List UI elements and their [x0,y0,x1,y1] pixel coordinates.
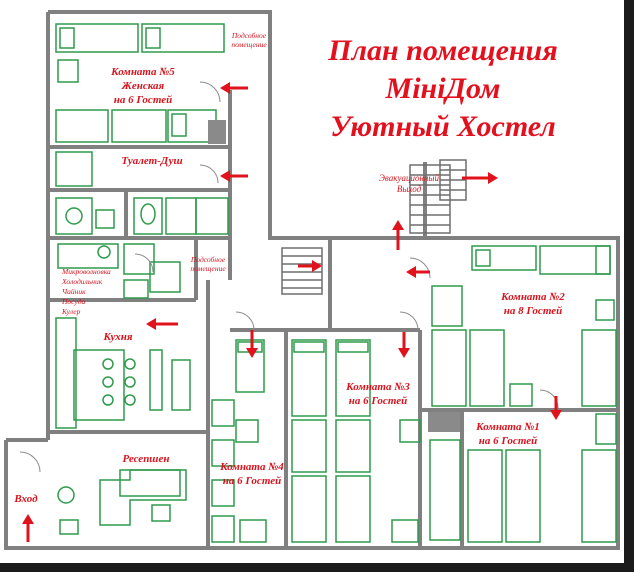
arrow-toilet [220,170,248,182]
entrance-label: Вход [13,493,38,505]
arrow-room5 [220,82,248,94]
room5-capacity: на 6 Гостей [114,94,172,106]
tile-patches [208,120,460,432]
arrow-stairs [298,260,322,272]
plan-paper [0,0,624,563]
door-swings [19,81,559,473]
toilet-shower-label: Туалет-Душ [121,155,182,167]
room4-name: Комната №4 [219,461,284,473]
emergency-exit-line1: Эвакуационный [379,173,439,183]
kitchen-label: Кухня [103,331,133,343]
stairs [281,159,467,295]
room5-type: Женская [121,80,165,92]
reception-label: Ресепшен [123,453,170,465]
room1-name: Комната №1 [475,421,540,433]
room2-name: Комната №2 [500,291,565,303]
utility-top-line2: помещение [231,40,267,49]
appliance-fridge: Холодильник [61,277,103,286]
title-line-2: МініДом [385,72,501,105]
arrow-emergency [462,172,498,184]
utility-mid-line2: помещение [190,264,226,273]
arrow-entrance [22,514,34,542]
title-line-1: План помещения [327,34,557,67]
room3-name: Комната №3 [345,381,410,393]
arrow-exit-up [392,220,404,250]
emergency-exit-line2: Выход [397,184,422,194]
furniture [55,23,617,543]
arrow-room4 [246,330,258,358]
arrow-room1 [550,396,562,420]
appliance-microwave: Микроволновка [61,267,111,276]
room4-capacity: на 6 Гостей [223,475,281,487]
appliance-kettle: Чайник [62,287,86,296]
room2-capacity: на 8 Гостей [504,305,562,317]
appliance-cooler: Кулер [61,307,81,316]
arrow-room2 [406,266,430,278]
evacuation-arrows [22,82,562,542]
arrow-room3 [398,332,410,358]
arrow-kitchen [146,318,178,330]
room5-name: Комната №5 [110,66,175,78]
utility-mid-line1: Подсобное [190,255,226,264]
title-line-3: Уютный Хостел [330,110,556,143]
utility-top-line1: Подсобное [231,31,267,40]
room3-capacity: на 6 Гостей [349,395,407,407]
appliance-dishes: Посуда [61,297,86,306]
room1-capacity: на 6 Гостей [479,435,537,447]
